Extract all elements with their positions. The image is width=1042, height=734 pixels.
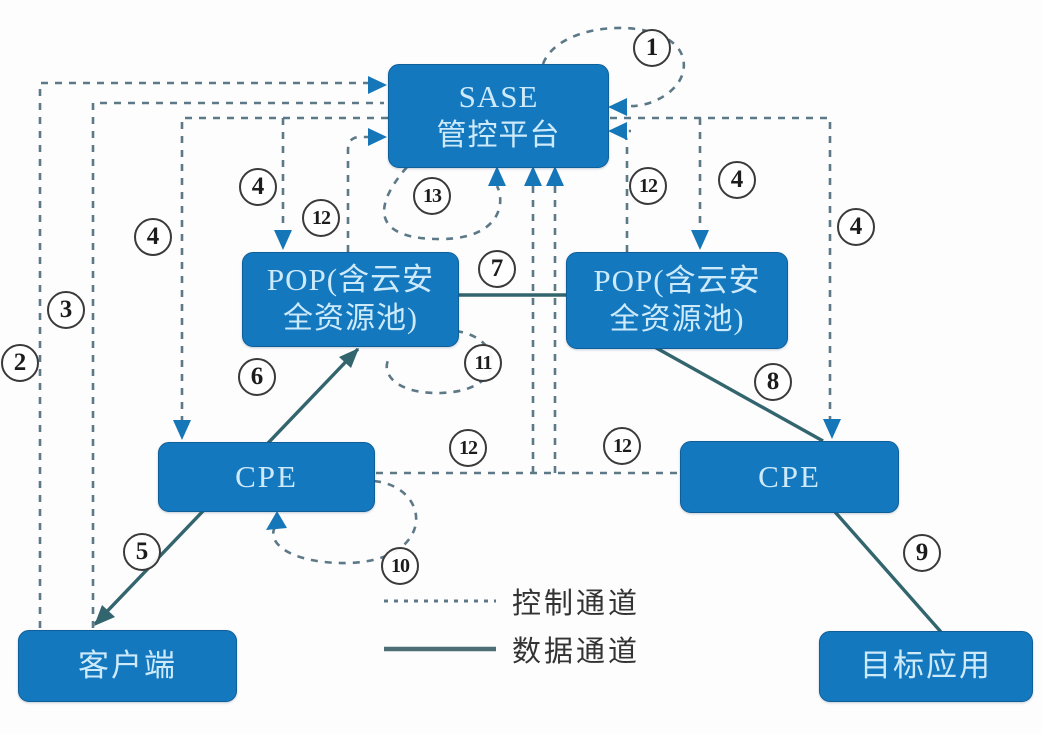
pop-right-label-line1: POP(含云安 xyxy=(593,263,761,299)
arrowhead-into-right-pop-top xyxy=(691,230,709,250)
node-sase-platform: SASE 管控平台 xyxy=(388,64,609,168)
step-marker-10: 10 xyxy=(381,547,419,585)
pop-left-label-line1: POP(含云安 xyxy=(266,262,435,298)
arrowhead-into-sase-left-bottom xyxy=(368,128,387,146)
arrowhead-into-sase-right-bottom xyxy=(608,122,627,140)
legend-dashed-line-sample xyxy=(384,599,496,603)
arrowhead-loop10-into-cpe-bottom xyxy=(266,511,287,530)
control-loop-1-sase-self xyxy=(541,26,686,108)
client-label: 客户端 xyxy=(78,647,177,683)
step-marker-12-left-cpe: 12 xyxy=(449,429,487,467)
step-marker-5: 5 xyxy=(123,533,161,571)
cpe-left-label: CPE xyxy=(235,458,298,494)
step-marker-4-left-pop: 4 xyxy=(239,168,277,206)
arrowhead-into-sase-left-top xyxy=(368,76,387,94)
step-marker-3: 3 xyxy=(47,291,85,329)
control-path-2-client-to-sase xyxy=(38,81,368,628)
step-marker-13: 13 xyxy=(413,177,451,215)
control-path-3-client-to-sase xyxy=(91,101,384,628)
node-cpe-left: CPE xyxy=(158,442,375,512)
step-marker-12-left-pop: 12 xyxy=(302,199,340,237)
control-path-4-sase-to-left-cpe xyxy=(180,116,388,424)
arrowhead-into-left-pop-bottom xyxy=(339,348,359,368)
step-marker-12-right-cpe: 12 xyxy=(603,427,641,465)
pop-right-label-line2: 全资源池) xyxy=(609,303,745,337)
target-app-label: 目标应用 xyxy=(860,648,992,684)
control-path-12-left-pop-to-sase xyxy=(346,135,368,252)
control-loop-10-cpe-self xyxy=(272,479,418,565)
arrowhead-into-client-top xyxy=(94,605,115,626)
step-marker-6: 6 xyxy=(238,358,276,396)
data-path-9-cpe-to-target xyxy=(826,502,943,634)
step-marker-4-right-cpe: 4 xyxy=(837,208,875,246)
sase-label-line1: SASE xyxy=(458,78,539,114)
step-marker-4-left-cpe: 4 xyxy=(134,218,172,256)
data-path-8-pop-to-cpe xyxy=(650,343,824,443)
node-pop-left: POP(含云安 全资源池) xyxy=(242,252,459,347)
legend-data-label: 数据通道 xyxy=(512,636,641,668)
cpe-right-label: CPE xyxy=(758,458,821,494)
step-marker-1: 1 xyxy=(633,29,671,67)
pop-left-label-line2: 全资源池) xyxy=(283,302,418,336)
arrowhead-loop13-into-sase-bottom xyxy=(488,166,506,186)
legend-control-label: 控制通道 xyxy=(512,588,641,620)
step-marker-9: 9 xyxy=(903,534,941,572)
step-marker-2: 2 xyxy=(1,344,39,382)
node-client: 客户端 xyxy=(18,630,237,702)
step-marker-12-right-pop: 12 xyxy=(629,167,667,205)
node-pop-right: POP(含云安 全资源池) xyxy=(566,252,788,349)
arrowhead-riser-right-into-sase-bottom xyxy=(546,166,564,186)
step-marker-8: 8 xyxy=(754,363,792,401)
legend-solid-line-sample xyxy=(384,646,496,652)
sase-label-line2: 管控平台 xyxy=(436,118,561,152)
control-path-12-right-pop-to-sase xyxy=(615,129,631,252)
arrowhead-into-left-cpe-top xyxy=(173,420,191,440)
node-cpe-right: CPE xyxy=(680,441,899,513)
step-marker-7: 7 xyxy=(478,250,516,288)
arrowhead-into-left-pop-top xyxy=(274,230,292,250)
arrowhead-riser-left-into-sase-bottom xyxy=(524,166,542,186)
control-path-4-sase-to-right-cpe xyxy=(610,116,832,423)
arrowhead-into-right-cpe-top xyxy=(823,419,841,439)
node-target-app: 目标应用 xyxy=(819,631,1033,702)
legend-data-channel: 数据通道 xyxy=(380,630,640,668)
step-marker-11: 11 xyxy=(464,344,502,382)
legend-control-channel: 控制通道 xyxy=(380,582,640,620)
arrowhead-into-sase-right-top xyxy=(608,98,627,116)
step-marker-4-right-pop: 4 xyxy=(718,161,756,199)
